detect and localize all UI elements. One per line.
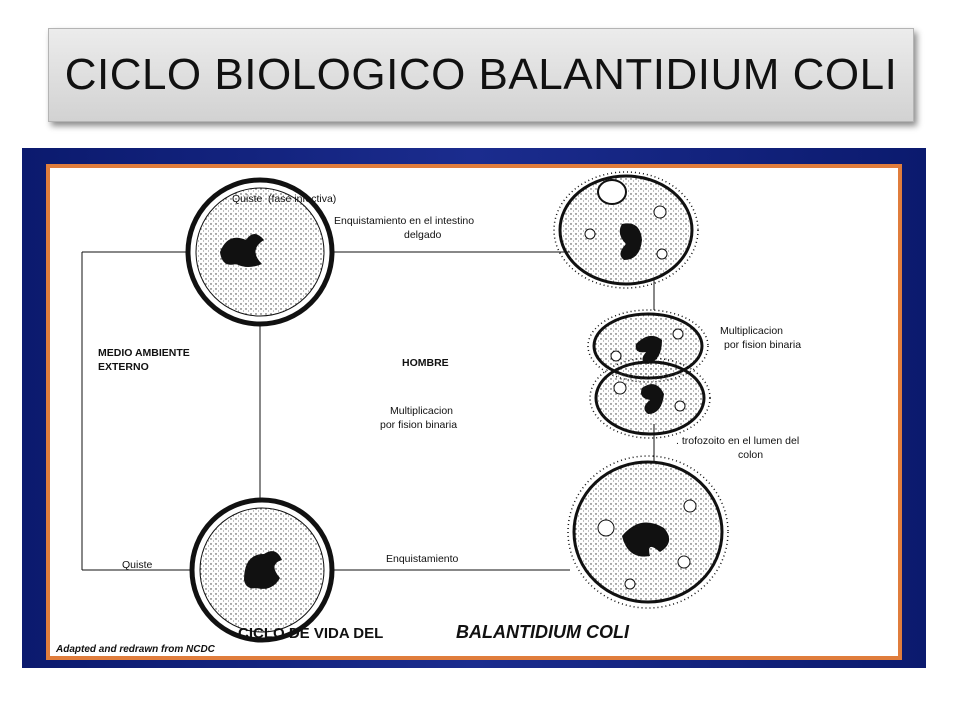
life-cycle-figure: Quiste (fase infectiva) Enquistamiento e…	[46, 164, 902, 660]
cyst-bottom-illustration	[189, 497, 335, 643]
label-trofozoito-2: colon	[738, 449, 763, 461]
caption-species: BALANTIDIUM COLI	[456, 622, 630, 642]
trophozoite-bottom-illustration	[567, 455, 729, 609]
dividing-trophozoite-lower-illustration	[589, 357, 711, 439]
dividing-trophozoite-upper-illustration	[587, 309, 709, 383]
credit-text: Adapted and redrawn from NCDC	[55, 644, 216, 655]
label-enquistamiento-intestino-2: delgado	[404, 229, 442, 241]
label-multiplicacion-center-2: por fision binaria	[380, 419, 457, 431]
life-cycle-diagram: Quiste (fase infectiva) Enquistamiento e…	[55, 171, 801, 655]
label-multiplicacion-right-2: por fision binaria	[724, 339, 801, 351]
label-hombre: HOMBRE	[402, 357, 449, 369]
label-quiste-bottom: Quiste	[122, 559, 153, 571]
label-enquistamiento-bottom: Enquistamiento	[386, 553, 459, 565]
label-multiplicacion-center-1: Multiplicacion	[390, 405, 453, 417]
label-quiste-top: Quiste	[232, 193, 263, 205]
cyst-top-illustration	[185, 177, 335, 327]
label-fase-infectiva: (fase infectiva)	[268, 193, 336, 205]
caption-prefix: CICLO DE VIDA DEL	[238, 625, 383, 642]
slide-title-box: CICLO BIOLOGICO BALANTIDIUM COLI	[48, 28, 914, 122]
slide-title: CICLO BIOLOGICO BALANTIDIUM COLI	[64, 50, 898, 99]
label-medio-ambiente-1: MEDIO AMBIENTE	[98, 347, 190, 359]
label-multiplicacion-right-1: Multiplicacion	[720, 325, 783, 337]
label-medio-ambiente-2: EXTERNO	[98, 361, 149, 373]
cycle-connector-lines	[81, 251, 655, 571]
label-trofozoito-1: . trofozoito en el lumen del	[676, 435, 799, 447]
trophozoite-top-illustration	[553, 171, 699, 289]
label-enquistamiento-intestino-1: Enquistamiento en el intestino	[334, 215, 474, 227]
